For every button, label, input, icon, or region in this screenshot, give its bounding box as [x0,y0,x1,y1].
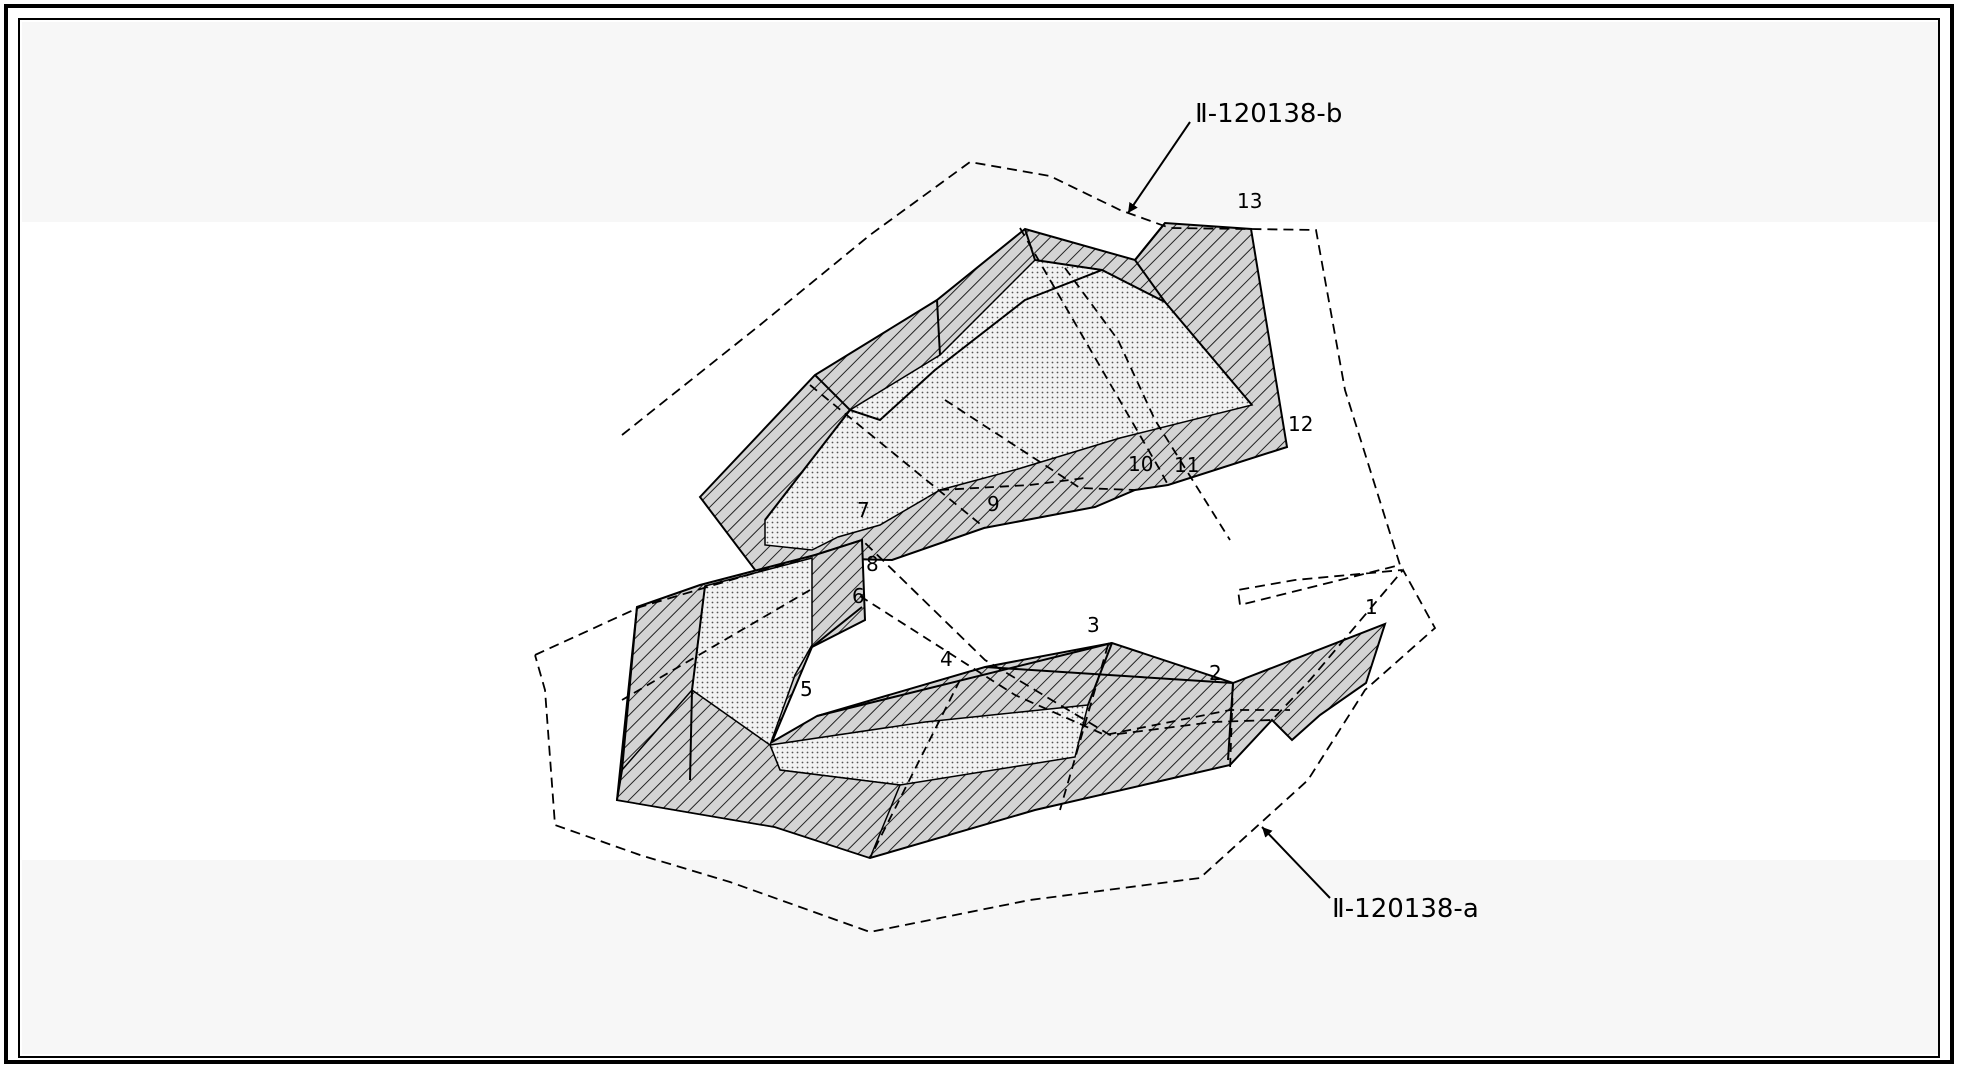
upper-body-core [764,259,1254,551]
point-4: 4 [940,647,953,671]
division-lines [621,227,1290,859]
point-3: 3 [1087,613,1100,637]
point-2: 2 [1209,661,1222,685]
boundary-b [621,161,1403,607]
boundary-a [534,538,1437,933]
inner-frame [18,18,1940,1058]
label-b: Ⅱ-120138-b [1195,99,1342,129]
point-11: 11 [1174,453,1199,477]
point-12: 12 [1288,412,1313,436]
point-5: 5 [800,677,813,701]
section-lines [616,222,1253,801]
leader-arrow-b [1127,121,1191,214]
point-7: 7 [857,498,870,522]
bottom-band [22,860,1938,1054]
point-6: 6 [852,584,865,608]
label-a: Ⅱ-120138-a [1332,894,1479,924]
point-1: 1 [1365,595,1378,619]
point-9: 9 [987,492,1000,516]
top-band [22,22,1938,222]
outer-frame [4,4,1954,1064]
point-10: 10 [1128,452,1153,476]
point-8: 8 [866,552,879,576]
leader-arrow-a [1261,826,1331,899]
point-13: 13 [1237,189,1262,213]
